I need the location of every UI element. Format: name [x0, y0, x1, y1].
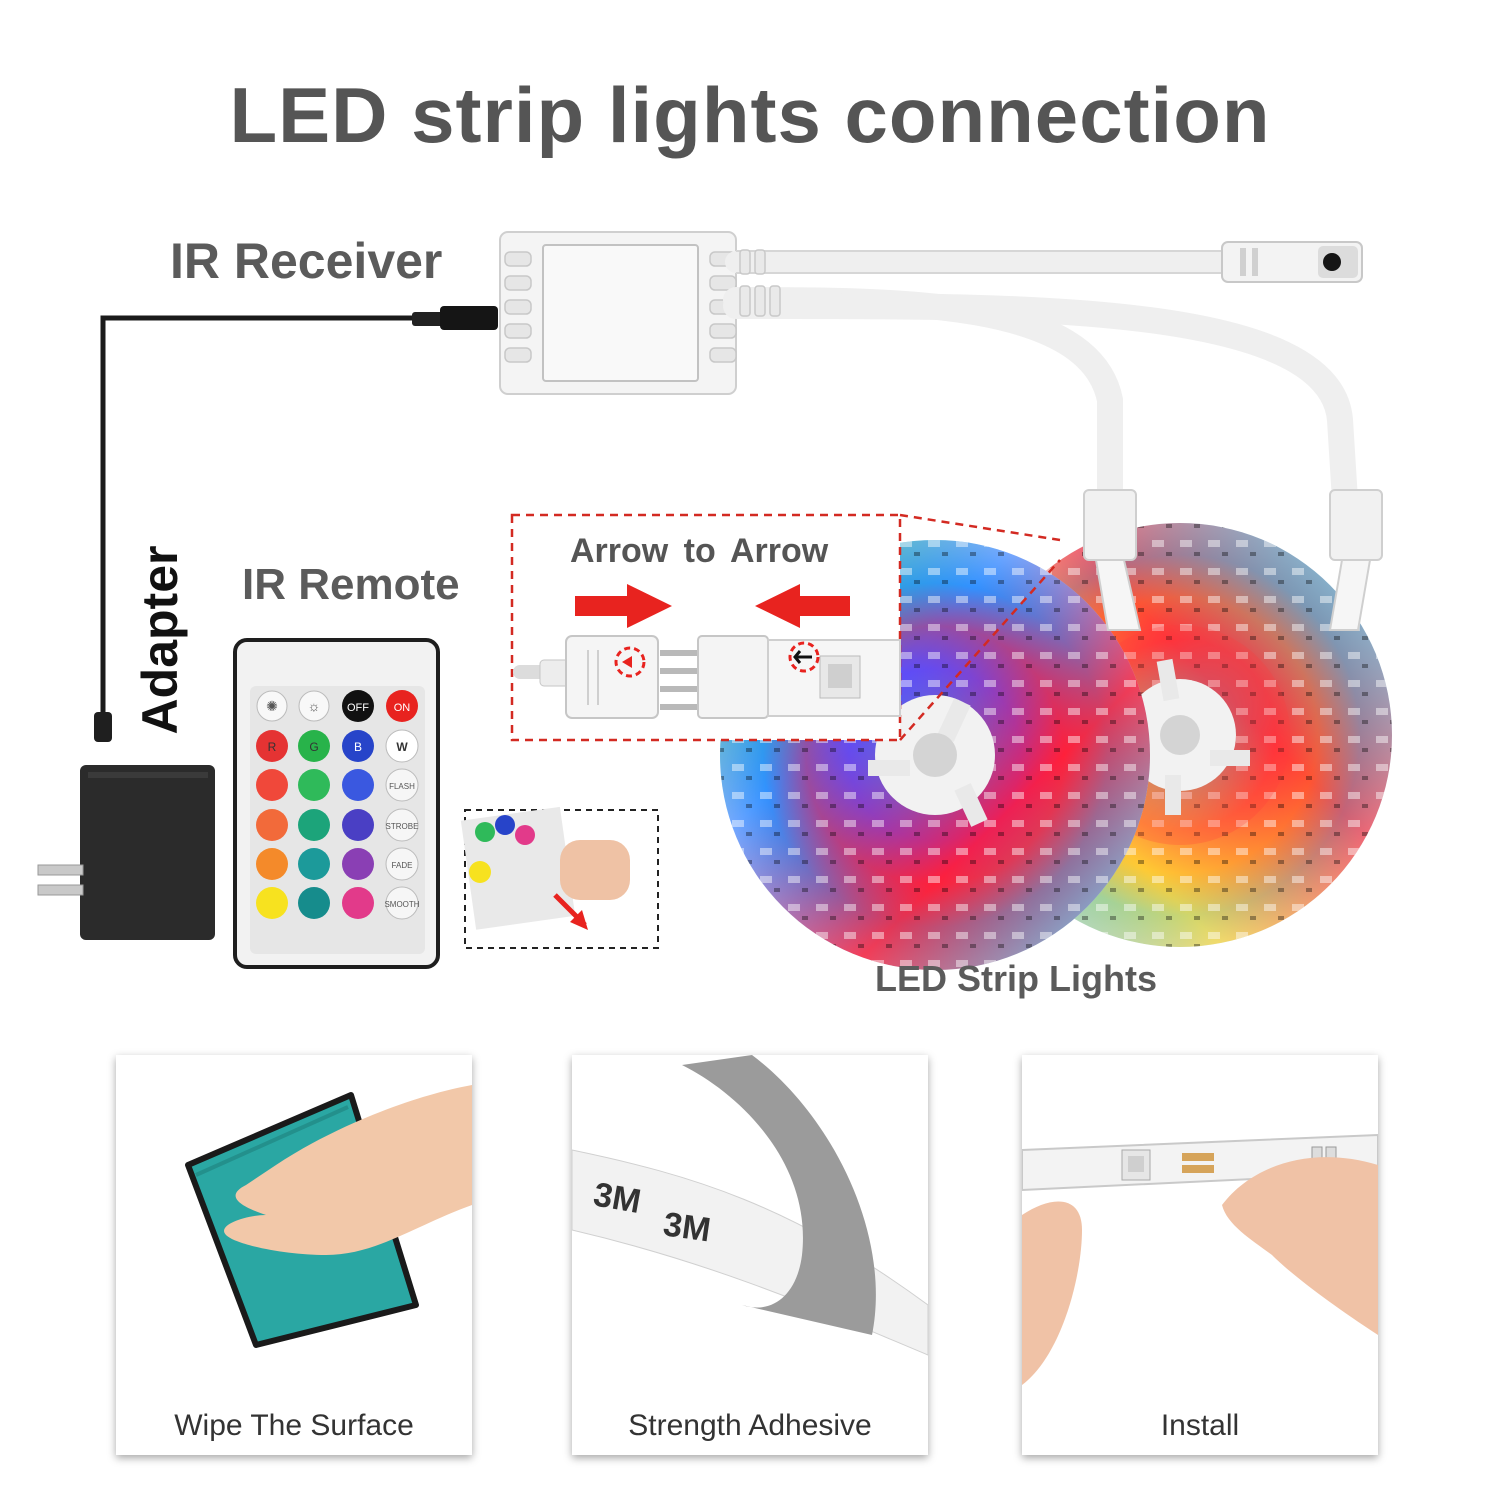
- wipe-illustration: [185, 1085, 472, 1348]
- svg-text:G: G: [309, 740, 318, 754]
- adhesive-illustration: 3M 3M: [572, 1055, 928, 1356]
- arrow-right-icon: [575, 584, 672, 628]
- svg-text:FLASH: FLASH: [389, 782, 415, 791]
- svg-text:FADE: FADE: [392, 861, 413, 870]
- ir-receiver-box: [499, 231, 737, 395]
- led-strip-lights-label: LED Strip Lights: [875, 958, 1157, 999]
- svg-text:W: W: [396, 740, 408, 754]
- battery-tab-inset: [460, 806, 659, 949]
- strip-connector-1: [1083, 489, 1137, 561]
- page-title: LED strip lights connection: [229, 71, 1271, 159]
- strip-connector-2: [1329, 489, 1383, 561]
- step-strength-adhesive: 3M 3M Strength Adhesive: [572, 1055, 928, 1455]
- step-caption: Install: [1160, 1409, 1240, 1442]
- install-illustration: [1022, 1133, 1378, 1385]
- svg-text:SMOOTH: SMOOTH: [384, 900, 419, 909]
- step-caption: Strength Adhesive: [628, 1409, 872, 1442]
- svg-text:R: R: [268, 740, 277, 754]
- step-install: Install: [1022, 1055, 1378, 1455]
- arrow-to-arrow-label: Arrow to Arrow: [570, 532, 829, 570]
- svg-text:STROBE: STROBE: [386, 822, 419, 831]
- adapter-wire: [100, 315, 495, 715]
- ir-receiver-label: IR Receiver: [170, 233, 443, 289]
- step-wipe-surface: Wipe The Surface: [116, 1055, 472, 1455]
- step-caption: Wipe The Surface: [174, 1409, 414, 1442]
- tape-3m-text: 3M: [661, 1205, 713, 1249]
- connection-diagram: ✺ ☼ OFF ON R G B W FLASH STROBE FADE SMO…: [37, 231, 1392, 970]
- remote-off-label: OFF: [347, 702, 369, 714]
- svg-text:B: B: [354, 740, 362, 754]
- female-connector: [513, 635, 659, 719]
- strip-end-connector: [697, 635, 901, 719]
- ir-remote: ✺ ☼ OFF ON R G B W FLASH STROBE FADE SMO…: [233, 638, 440, 969]
- power-adapter: [37, 712, 215, 940]
- brightness-down-icon: ✺: [266, 698, 278, 714]
- male-pins: [660, 650, 700, 710]
- remote-on-label: ON: [394, 702, 411, 714]
- remote-buttons: ✺ ☼: [256, 690, 419, 920]
- adapter-label: Adapter: [132, 545, 188, 735]
- ir-sensor-head: [1221, 241, 1363, 283]
- ir-remote-label: IR Remote: [242, 560, 460, 609]
- svg-text:3M: 3M: [591, 1175, 644, 1221]
- arrow-left-icon: [755, 584, 850, 628]
- brightness-up-icon: ☼: [308, 698, 321, 714]
- receiver-cables: [723, 251, 1358, 513]
